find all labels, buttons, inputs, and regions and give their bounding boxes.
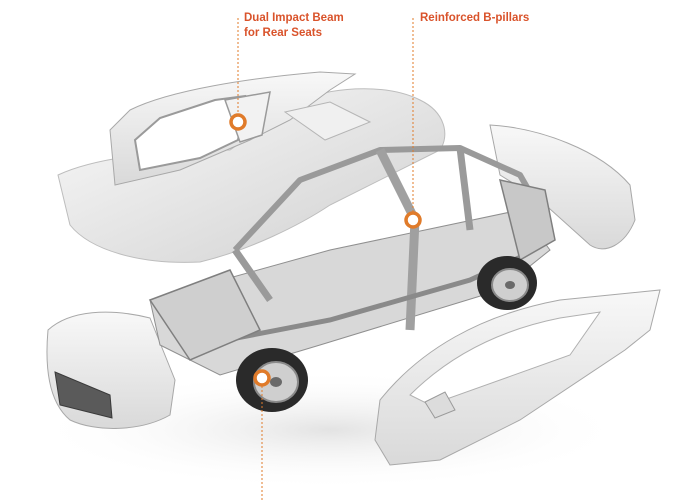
- engine-bay-frame: [148, 269, 262, 361]
- callout-label-reinforced-b-pillars: Reinforced B-pillars: [420, 11, 529, 26]
- front-wheel: [236, 348, 308, 412]
- trunk-lid-panel: [489, 124, 636, 250]
- body-frame-roof-rails: [232, 145, 543, 253]
- callout-dual-line2: for Rear Seats: [244, 27, 322, 39]
- a-pillar: [232, 247, 273, 303]
- marker-front-structure: [253, 369, 271, 387]
- front-door-panel: [374, 289, 661, 466]
- marker-dual-impact-beam: [229, 113, 247, 131]
- callout-dual-line1: Dual Impact Beam: [244, 12, 344, 24]
- side-mirror: [424, 391, 456, 419]
- rear-frame: [498, 179, 556, 262]
- rear-wheel: [477, 256, 537, 310]
- callout-label-dual-impact-beam: Dual Impact Beam for Rear Seats: [244, 11, 344, 41]
- sunroof-opening: [283, 101, 372, 141]
- marker-reinforced-b-pillars: [404, 211, 422, 229]
- front-grille: [54, 371, 113, 419]
- c-pillar: [456, 147, 474, 231]
- callout-bpillar-line1: Reinforced B-pillars: [420, 12, 530, 24]
- front-door-window: [409, 311, 602, 406]
